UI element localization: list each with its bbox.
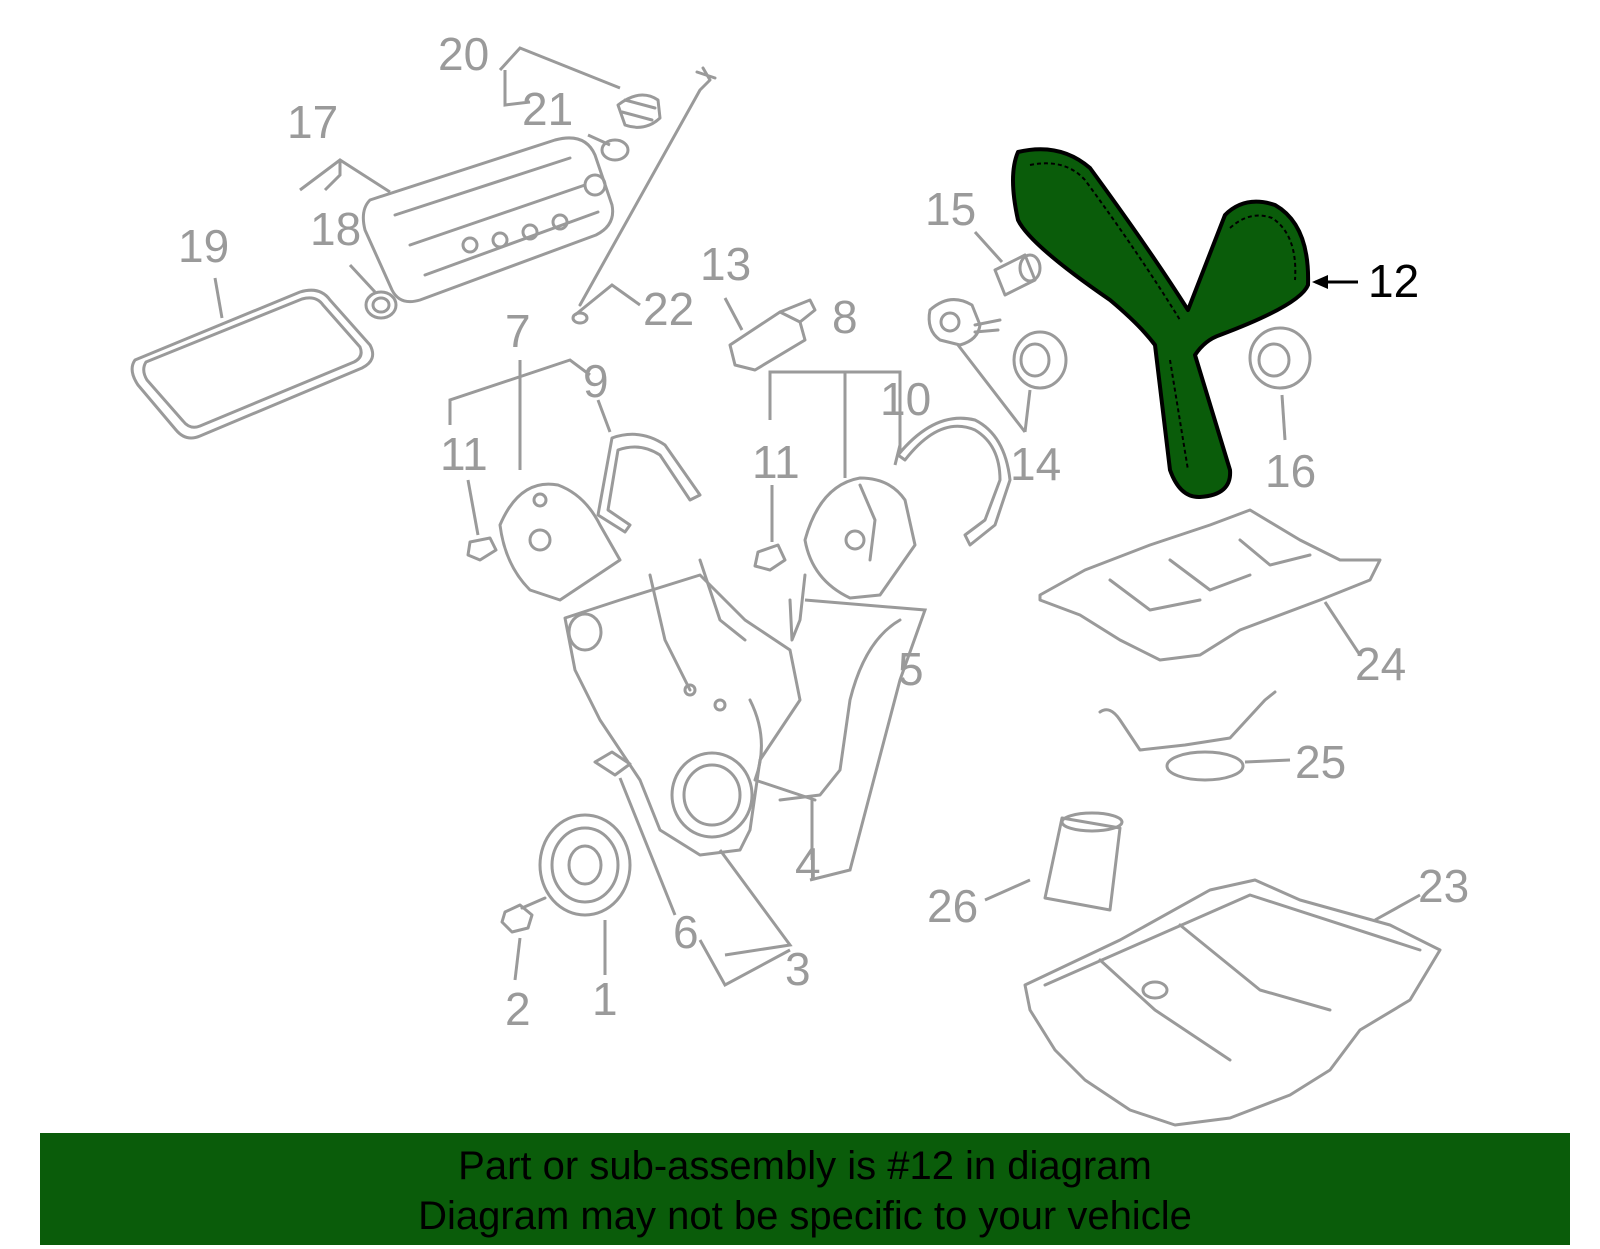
callout-26: 26 — [927, 880, 978, 932]
part-25-oil-pickup[interactable] — [1098, 690, 1277, 782]
callout-1: 1 — [592, 973, 618, 1025]
part-11-clip-right[interactable] — [753, 543, 787, 572]
callout-10: 10 — [880, 373, 931, 425]
part-24-windage-tray[interactable] — [1038, 508, 1382, 662]
part-5-gasket[interactable] — [778, 573, 902, 802]
callout-8: 8 — [832, 291, 858, 343]
part-12-timing-belt[interactable] — [1011, 147, 1311, 500]
footer-banner: Part or sub-assembly is #12 in diagram D… — [40, 1133, 1570, 1245]
part-26-oil-filter[interactable] — [1043, 811, 1124, 912]
callout-2: 2 — [505, 983, 531, 1035]
callout-22: 22 — [643, 283, 694, 335]
callout-20: 20 — [438, 28, 489, 80]
part-21-oring[interactable] — [600, 138, 630, 162]
callout-labels: 20 21 17 18 19 22 13 7 9 11 8 10 11 15 1… — [178, 28, 1469, 1035]
callout-12: 12 — [1368, 255, 1419, 307]
part-17-valve-cover[interactable] — [361, 136, 615, 304]
footer-line-1: Part or sub-assembly is #12 in diagram — [458, 1144, 1152, 1188]
callout-5: 5 — [898, 643, 924, 695]
part-10-gasket[interactable] — [896, 416, 1012, 547]
callout-24: 24 — [1355, 638, 1406, 690]
leader-lines — [213, 46, 1421, 988]
part-15-bushing[interactable] — [993, 253, 1042, 297]
part-4-gasket[interactable] — [748, 698, 817, 802]
part-2-bolt[interactable] — [500, 896, 547, 934]
part-23-oil-pan[interactable] — [1023, 878, 1442, 1127]
part-8-timing-cover-upper-right[interactable] — [803, 476, 917, 600]
callout-11-right: 11 — [752, 436, 800, 488]
part-19-gasket[interactable] — [130, 288, 375, 440]
part-18-seal[interactable] — [364, 290, 398, 320]
callout-17: 17 — [287, 96, 338, 148]
part-9-gasket[interactable] — [596, 432, 702, 534]
callout-3: 3 — [785, 943, 811, 995]
callout-6: 6 — [673, 906, 699, 958]
part-22-dipstick[interactable] — [571, 66, 717, 325]
callout-15: 15 — [925, 183, 976, 235]
part-14-tensioner[interactable] — [927, 298, 1068, 390]
callout-13: 13 — [700, 238, 751, 290]
callout-7: 7 — [505, 305, 531, 357]
part-13-sensor[interactable] — [728, 298, 817, 372]
callout-14: 14 — [1010, 438, 1061, 490]
callout-23: 23 — [1418, 860, 1469, 912]
callout-18: 18 — [310, 203, 361, 255]
footer-line-2: Diagram may not be specific to your vehi… — [418, 1194, 1192, 1238]
part-16-idler[interactable] — [1248, 326, 1312, 390]
part-6-clip[interactable] — [593, 750, 632, 777]
part-11-clip-left[interactable] — [466, 536, 498, 562]
callout-25: 25 — [1295, 736, 1346, 788]
part-20-oil-cap[interactable] — [616, 93, 662, 129]
part-3-timing-cover[interactable] — [563, 558, 802, 857]
callout-16: 16 — [1265, 445, 1316, 497]
callout-4: 4 — [795, 838, 821, 890]
part-7-timing-cover-upper-left[interactable] — [498, 482, 622, 602]
callout-9: 9 — [583, 355, 609, 407]
callout-21: 21 — [522, 83, 573, 135]
callout-19: 19 — [178, 220, 229, 272]
callout-11-left: 11 — [440, 428, 488, 480]
part-1-crank-pulley[interactable] — [538, 813, 632, 917]
